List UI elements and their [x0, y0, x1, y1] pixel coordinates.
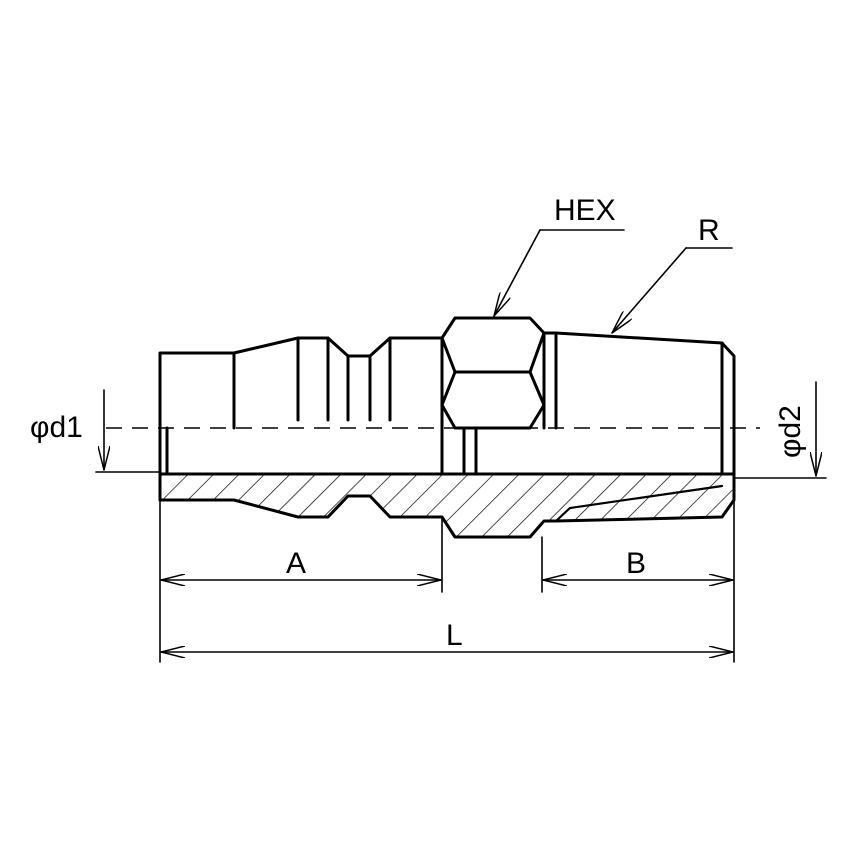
hex-leader: HEX — [493, 194, 625, 317]
section-hatch — [158, 472, 736, 539]
r-label: R — [698, 214, 720, 247]
hex-flats — [440, 331, 546, 430]
r-leader: R — [611, 214, 733, 334]
thread-root-line — [554, 484, 724, 523]
l-label: L — [446, 619, 463, 652]
body-outline-upper — [158, 316, 736, 476]
bore-lines — [158, 426, 736, 476]
b-label: B — [626, 547, 646, 580]
d2-dimension: φd2 — [733, 381, 827, 479]
hex-label: HEX — [554, 194, 616, 227]
d1-label: φd1 — [30, 411, 83, 444]
d1-dimension: φd1 — [30, 389, 161, 473]
d2-label: φd2 — [774, 405, 807, 458]
a-label: A — [286, 547, 306, 580]
length-dimensions: A B L — [159, 499, 735, 663]
